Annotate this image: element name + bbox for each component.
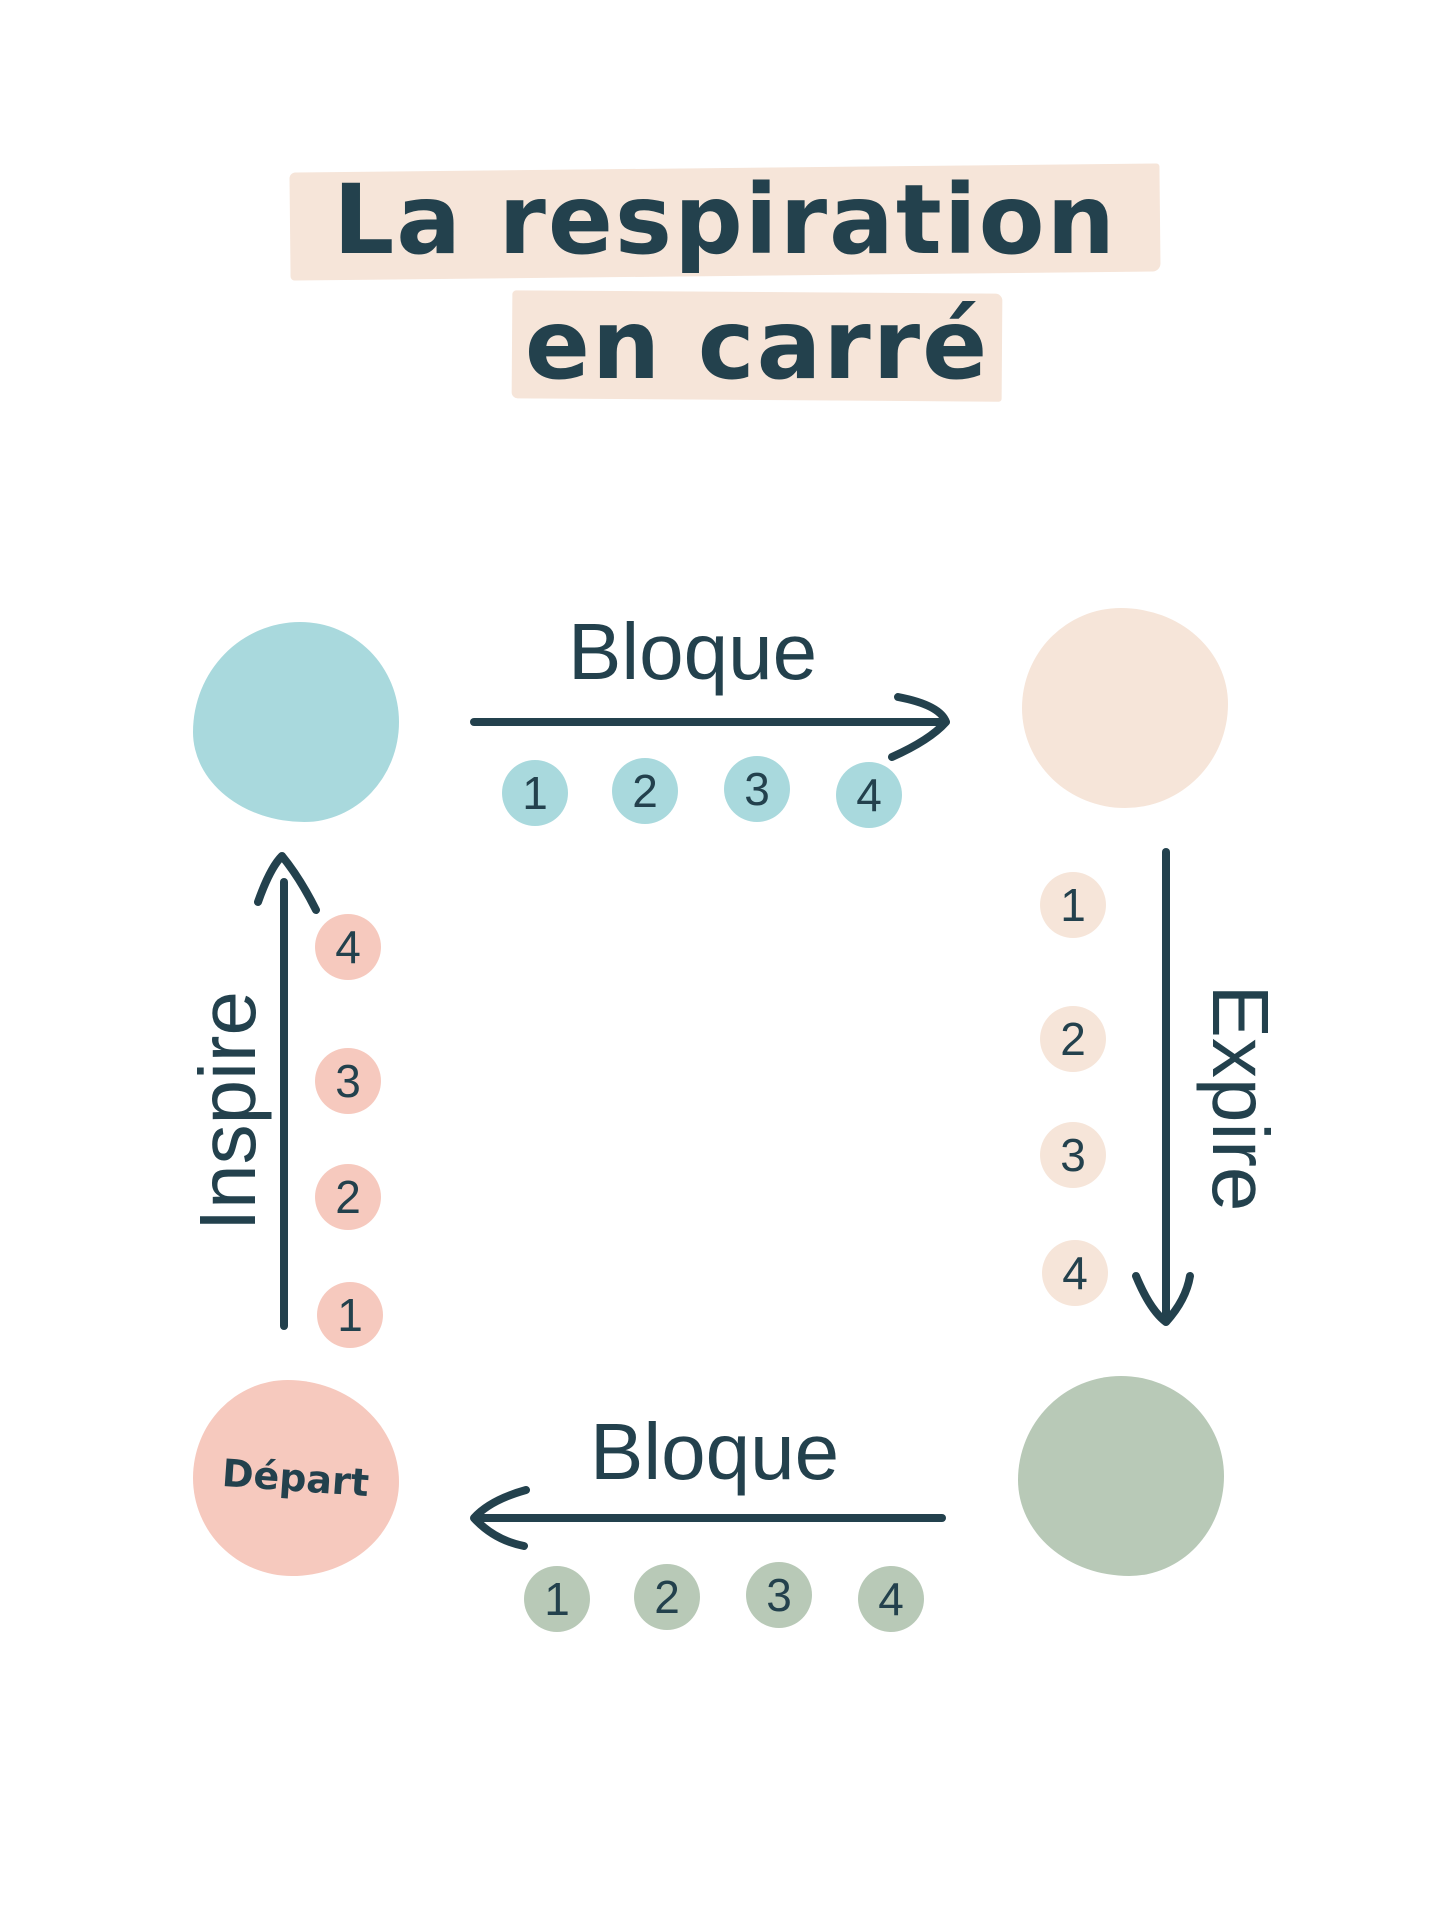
left-count-4: 4 xyxy=(315,914,381,980)
right-count-4: 4 xyxy=(1042,1240,1108,1306)
right-arrow-head xyxy=(1132,1272,1194,1326)
left-count-2: 2 xyxy=(315,1164,381,1230)
left-count-3: 3 xyxy=(315,1048,381,1114)
bottom-count-4: 4 xyxy=(858,1566,924,1632)
bottom-step-label: Bloque xyxy=(590,1407,840,1496)
top-arrow-head xyxy=(888,693,950,761)
title-line-1: La respiration xyxy=(333,164,1117,276)
top-count-2: 2 xyxy=(612,758,678,824)
bottom-count-2: 2 xyxy=(634,1564,700,1630)
right-count-2: 2 xyxy=(1040,1006,1106,1072)
top-count-1: 1 xyxy=(502,760,568,826)
title-line-2: en carré xyxy=(524,289,990,401)
hold-bottom-blob xyxy=(1018,1376,1224,1576)
bottom-count-3: 3 xyxy=(746,1562,812,1628)
bottom-count-1: 1 xyxy=(524,1566,590,1632)
left-arrow-head xyxy=(254,852,320,914)
top-step-label: Bloque xyxy=(568,607,818,696)
right-count-1: 1 xyxy=(1040,872,1106,938)
bottom-arrow-head xyxy=(470,1486,530,1550)
exhale-blob xyxy=(1022,608,1228,808)
start-blob: Départ xyxy=(193,1380,399,1576)
left-step-label: Inspire xyxy=(183,990,272,1232)
top-count-3: 3 xyxy=(724,756,790,822)
left-count-1: 1 xyxy=(317,1282,383,1348)
top-count-4: 4 xyxy=(836,762,902,828)
right-count-3: 3 xyxy=(1040,1122,1106,1188)
hold-top-blob xyxy=(193,622,399,822)
right-step-label: Expire xyxy=(1196,984,1285,1212)
